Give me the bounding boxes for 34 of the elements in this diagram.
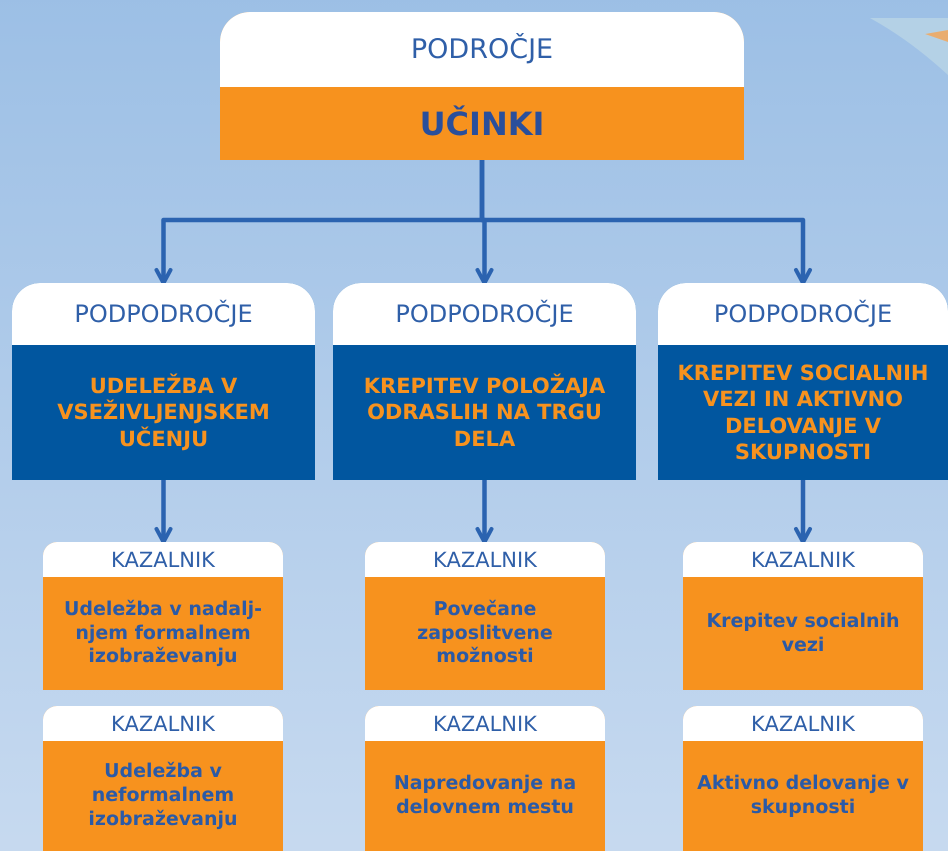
card-title: KREPITEV POLOŽAJA ODRASLIH NA TRGU DELA bbox=[362, 373, 606, 452]
card-title: UDELEŽBA V VSEŽIVLJENJSKEM UČENJU bbox=[56, 373, 271, 452]
card-heading: PODROČJE bbox=[410, 34, 554, 65]
card-title: Udeležba v nadalj-njem formalnem izobraževanju bbox=[62, 598, 264, 670]
area-card bbox=[220, 12, 744, 160]
card-heading: KAZALNIK bbox=[751, 712, 855, 736]
card-title: Krepitev socialnih vezi bbox=[705, 610, 901, 658]
arrow bbox=[154, 478, 172, 544]
arrow bbox=[480, 158, 812, 286]
indicator-card bbox=[365, 542, 605, 690]
card-title: UČINKI bbox=[420, 104, 544, 144]
card-heading: KAZALNIK bbox=[111, 712, 215, 736]
subarea-card bbox=[333, 283, 636, 480]
card-title: Aktivno delovanje v skupnosti bbox=[696, 772, 910, 820]
card-heading: KAZALNIK bbox=[751, 548, 855, 572]
arrow bbox=[476, 478, 494, 544]
card-title: Povečane zaposlitvene možnosti bbox=[416, 598, 554, 670]
indicator-card bbox=[43, 542, 283, 690]
indicator-card bbox=[365, 706, 605, 851]
indicator-card bbox=[683, 706, 923, 851]
card-heading: KAZALNIK bbox=[111, 548, 215, 572]
arrow bbox=[794, 478, 812, 544]
card-heading: KAZALNIK bbox=[433, 712, 537, 736]
card-heading: PODPODROČJE bbox=[395, 300, 574, 328]
card-heading: KAZALNIK bbox=[433, 548, 537, 572]
indicator-card bbox=[683, 542, 923, 690]
indicator-card bbox=[43, 706, 283, 851]
subarea-card bbox=[12, 283, 315, 480]
card-heading: PODPODROČJE bbox=[714, 300, 892, 328]
card-title: Udeležba v neformalnem izobraževanju bbox=[87, 760, 239, 832]
card-title: KREPITEV SOCIALNIH VEZI IN AKTIVNO DELOVANJE V SKUPNOSTI bbox=[676, 360, 930, 465]
card-title: Napredovanje na delovnem mestu bbox=[392, 772, 578, 820]
subarea-card bbox=[658, 283, 948, 480]
card-heading: PODPODROČJE bbox=[74, 300, 253, 328]
